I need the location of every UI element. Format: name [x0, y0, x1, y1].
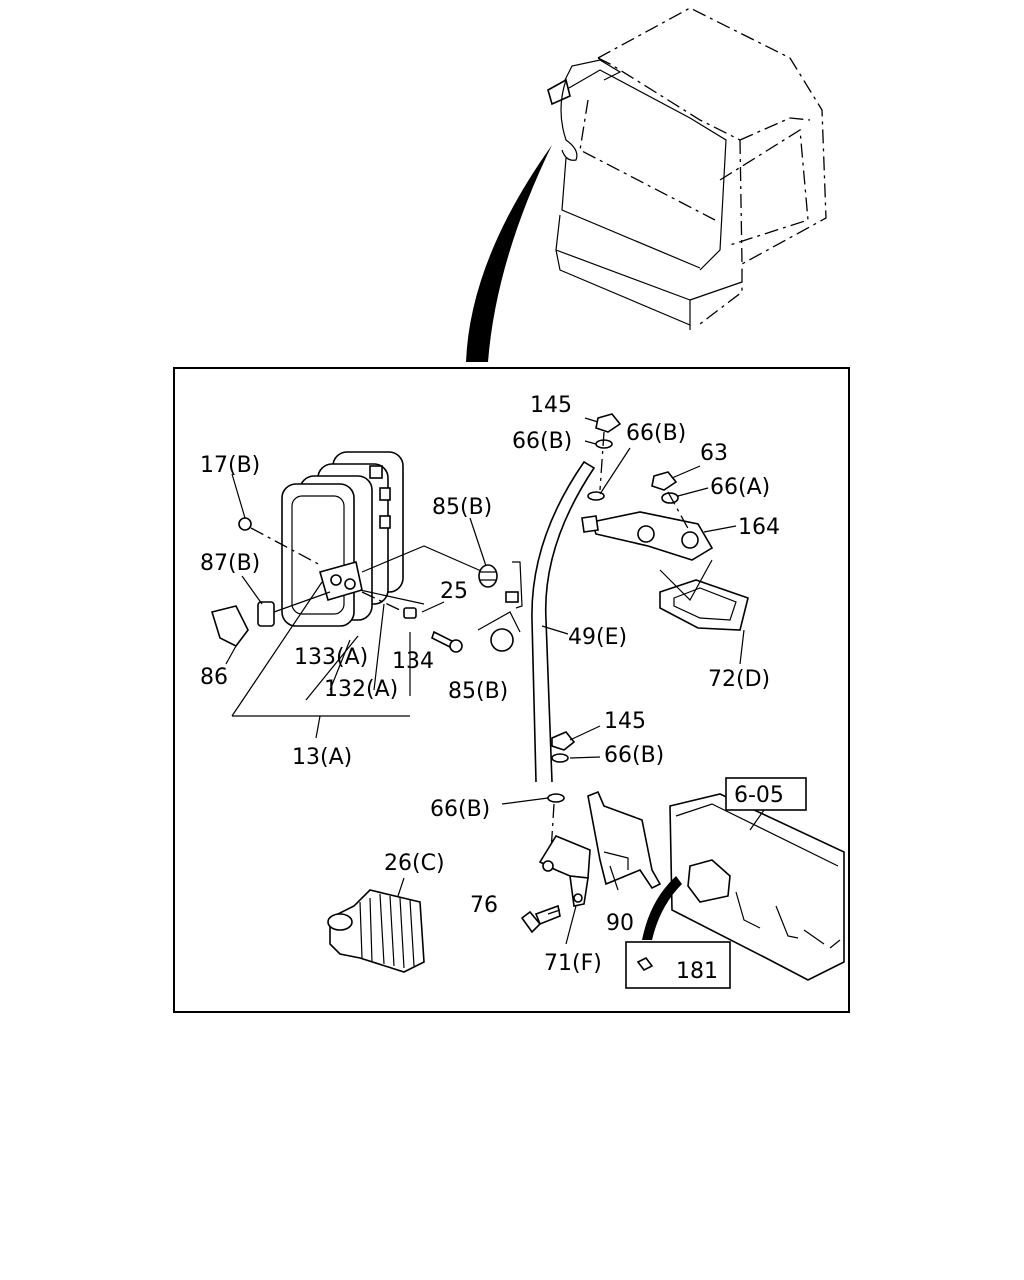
part-164-bracket	[581, 491, 714, 561]
label-145-top: 145	[530, 393, 572, 418]
label-133a: 133(A)	[294, 645, 368, 670]
part-145-nut-top	[595, 413, 622, 433]
label-72d: 72(D)	[708, 667, 770, 692]
part-66b-washer-low	[547, 793, 565, 803]
label-85b-top: 85(B)	[432, 495, 492, 520]
part-86-cover	[210, 605, 249, 648]
ref-6-05-box	[725, 777, 807, 811]
mirror-assembly	[281, 451, 489, 627]
part-145-nut-mid	[551, 731, 576, 751]
part-90-bracket	[587, 790, 662, 890]
part-85b-cap-top	[478, 564, 498, 588]
truck-cab-overview	[547, 7, 827, 330]
label-66b-d: 66(B)	[430, 797, 490, 822]
label-76: 76	[470, 893, 498, 918]
label-71f: 71(F)	[544, 951, 602, 976]
callout-labels: 145 66(B) 66(B) 63 66(A) 164 17(B) 85(B)…	[200, 393, 784, 984]
detail-frame	[173, 367, 850, 1013]
label-63: 63	[700, 441, 728, 466]
part-71f-bracket	[538, 835, 591, 907]
label-66b-a: 66(B)	[512, 429, 572, 454]
label-181: 181	[676, 959, 718, 984]
part-181-clip-icon	[636, 956, 654, 972]
part-87b-grommet	[257, 601, 275, 627]
leader-lines	[225, 417, 765, 969]
label-132a: 132(A)	[324, 677, 398, 702]
part-49e-rod	[505, 460, 596, 783]
label-66a: 66(A)	[710, 475, 770, 500]
label-145-mid: 145	[604, 709, 646, 734]
ref-181-pointer	[642, 876, 682, 940]
label-66b-c: 66(B)	[604, 743, 664, 768]
label-25: 25	[440, 579, 468, 604]
label-49e: 49(E)	[568, 625, 627, 650]
label-26c: 26(C)	[384, 851, 445, 876]
part-17b-nut	[238, 517, 323, 567]
label-6-05: 6-05	[734, 783, 784, 808]
part-66a-washer	[661, 492, 679, 504]
part-134-screw	[361, 591, 417, 619]
label-134: 134	[392, 649, 434, 674]
part-85b-cap-bottom	[490, 628, 514, 652]
part-63-nut	[651, 471, 678, 491]
label-87b: 87(B)	[200, 551, 260, 576]
label-90: 90	[606, 911, 634, 936]
label-66b-b: 66(B)	[626, 421, 686, 446]
part-66b-washer-mid	[551, 753, 569, 763]
part-76-bolt	[520, 904, 561, 934]
detail-pointer	[466, 145, 552, 362]
label-85b-bot: 85(B)	[448, 679, 508, 704]
part-25-bolt	[431, 630, 463, 653]
label-17b: 17(B)	[200, 453, 260, 478]
part-66b-washer-top-b	[587, 491, 605, 501]
label-86: 86	[200, 665, 228, 690]
label-164: 164	[738, 515, 780, 540]
part-26c-boot	[327, 889, 425, 973]
part-72d-gasket	[659, 559, 749, 631]
label-13a: 13(A)	[292, 745, 352, 770]
